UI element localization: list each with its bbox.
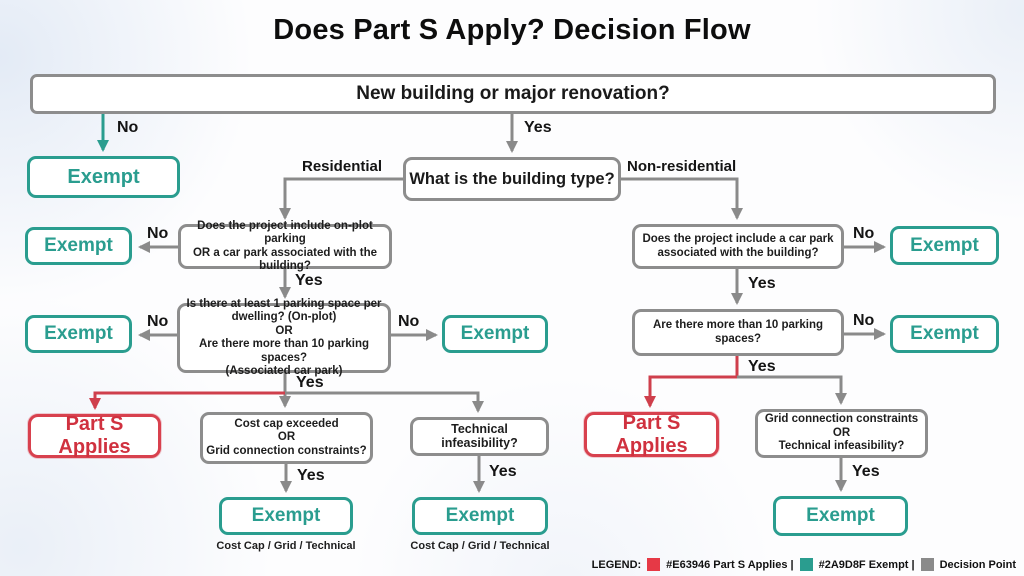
node-exempt-top: Exempt bbox=[27, 156, 180, 198]
edge-label-non-residential: Non-residential bbox=[627, 158, 737, 175]
edge-label-yes: Yes bbox=[524, 119, 552, 136]
edge-label-residential: Residential bbox=[302, 158, 383, 175]
question-line: Are there more than 10 parking spaces? bbox=[199, 338, 369, 364]
node-exempt-costcap: Exempt bbox=[219, 497, 353, 535]
legend-title: LEGEND: bbox=[591, 558, 642, 571]
question-line: Grid connection constraints? bbox=[206, 444, 367, 457]
exempt-label: Exempt bbox=[910, 234, 979, 256]
question-line: associated with the building? bbox=[657, 246, 819, 259]
node-grid-tech-question: Grid connection constraints OR Technical… bbox=[755, 409, 928, 458]
exempt-label: Exempt bbox=[44, 323, 113, 344]
node-nonres-threshold-question: Are there more than 10 parking spaces? bbox=[632, 309, 844, 356]
tech-question-label: Technical infeasibility? bbox=[441, 422, 518, 450]
node-res-parking-question: Does the project include on-plot parking… bbox=[178, 220, 392, 272]
exempt-label: Exempt bbox=[445, 505, 515, 526]
node-cost-cap-question: Cost cap exceeded OR Grid connection con… bbox=[200, 412, 373, 464]
exempt-label: Exempt bbox=[67, 165, 140, 188]
question-line: Does the project include on-plot parking bbox=[197, 219, 373, 246]
node-exempt-nonres-final: Exempt bbox=[773, 496, 908, 536]
question-line: Does the project include a car park bbox=[642, 233, 834, 245]
legend-item-decision: Decision Point bbox=[939, 558, 1016, 571]
node-res-threshold-question: Is there at least 1 parking space per dw… bbox=[177, 298, 391, 377]
node-tech-question: Technical infeasibility? bbox=[410, 417, 549, 456]
edge-non-residential bbox=[621, 177, 743, 220]
exemption-caption: Cost Cap / Grid / Technical bbox=[216, 540, 356, 552]
edge-residential bbox=[279, 177, 403, 220]
edge-label-yes: Yes bbox=[489, 463, 517, 480]
legend-swatch-part-s bbox=[647, 558, 661, 571]
building-type-label: What is the building type? bbox=[409, 169, 615, 188]
question-line: Is there at least 1 parking space per bbox=[186, 297, 382, 310]
exempt-label: Exempt bbox=[44, 235, 113, 256]
edge-nonres-part-s bbox=[644, 356, 739, 408]
node-part-s-applies-left: Part S Applies bbox=[28, 413, 161, 458]
edge-label-no: No bbox=[147, 313, 169, 330]
edge-label-no: No bbox=[853, 225, 875, 242]
question-line: OR bbox=[277, 431, 296, 444]
node-exempt-nonres-1: Exempt bbox=[890, 226, 999, 265]
node-exempt-res-1: Exempt bbox=[25, 227, 132, 265]
legend-item-exempt: #2A9D8F Exempt | bbox=[818, 558, 915, 571]
node-root-label: New building or major renovation? bbox=[356, 83, 670, 104]
edge-label-no: No bbox=[398, 313, 420, 330]
edge-label-yes: Yes bbox=[297, 467, 325, 484]
node-root-question: New building or major renovation? bbox=[30, 74, 996, 114]
node-exempt-res-3: Exempt bbox=[442, 315, 548, 353]
question-line: OR bbox=[275, 324, 293, 337]
question-line: Cost cap exceeded bbox=[234, 417, 339, 430]
legend: LEGEND: #E63946 Part S Applies | #2A9D8F… bbox=[592, 558, 1016, 571]
edge-label-no: No bbox=[117, 119, 139, 136]
node-exempt-nonres-2: Exempt bbox=[890, 315, 999, 353]
question-line: (Associated car park) bbox=[225, 365, 343, 377]
question-line: dwelling? (On-plot) bbox=[231, 311, 337, 323]
edge-res-tech bbox=[285, 391, 484, 413]
node-building-type: What is the building type? bbox=[403, 157, 621, 201]
page-title: Does Part S Apply? Decision Flow bbox=[273, 14, 751, 46]
part-s-applies-label: Part S Applies bbox=[58, 413, 131, 458]
edge-res-part-s bbox=[89, 391, 285, 410]
edge-label-yes: Yes bbox=[852, 463, 880, 480]
node-nonres-parking-question: Does the project include a car park asso… bbox=[632, 224, 844, 269]
node-part-s-applies-right: Part S Applies bbox=[584, 412, 719, 457]
exempt-label: Exempt bbox=[460, 323, 530, 344]
exempt-label: Exempt bbox=[251, 505, 321, 526]
exemption-caption: Cost Cap / Grid / Technical bbox=[410, 540, 550, 552]
node-exempt-res-2: Exempt bbox=[25, 315, 132, 353]
exempt-label: Exempt bbox=[806, 505, 875, 526]
edge-label-no: No bbox=[853, 312, 875, 329]
part-s-applies-label: Part S Applies bbox=[615, 411, 688, 457]
question-line: OR a car park associated with the buildi… bbox=[192, 246, 378, 273]
question-line: Grid connection constraints bbox=[764, 413, 919, 426]
question-line: spaces? bbox=[714, 332, 762, 345]
exempt-label: Exempt bbox=[910, 323, 979, 344]
edge-label-yes: Yes bbox=[295, 272, 323, 289]
question-line: OR bbox=[832, 426, 851, 439]
edge-label-yes: Yes bbox=[748, 358, 776, 375]
question-line: Are there more than 10 parking bbox=[653, 319, 823, 331]
edge-nonres-gridtech bbox=[737, 375, 847, 405]
edge-label-yes: Yes bbox=[296, 374, 324, 391]
edge-label-yes: Yes bbox=[748, 275, 776, 292]
edge-label-no: No bbox=[147, 225, 169, 242]
node-exempt-tech: Exempt bbox=[412, 497, 548, 535]
question-line: Technical infeasibility? bbox=[778, 440, 905, 453]
legend-item-part-s: #E63946 Part S Applies | bbox=[666, 558, 794, 571]
legend-swatch-decision bbox=[920, 558, 934, 571]
legend-swatch-exempt bbox=[799, 558, 813, 571]
